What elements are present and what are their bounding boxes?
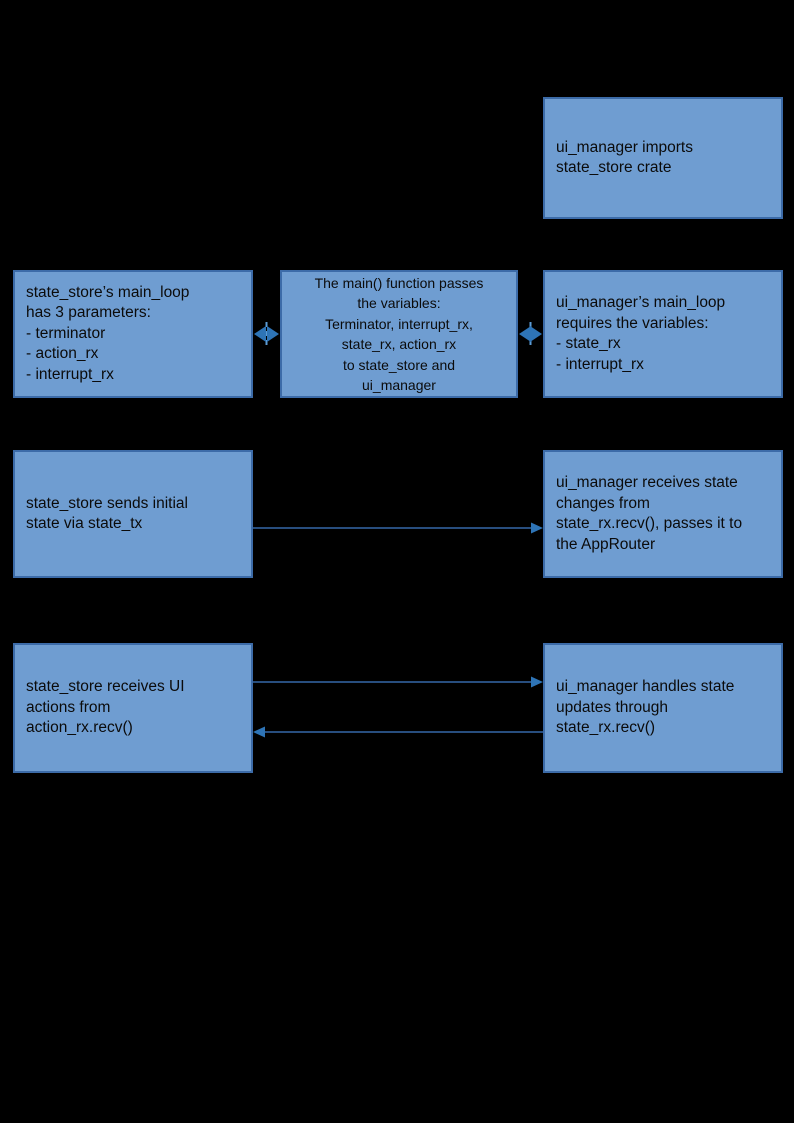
node-state-store-main-loop-params: state_store’s main_loop has 3 parameters…	[13, 270, 253, 398]
node-text: ui_manager imports state_store crate	[556, 138, 693, 177]
node-text: ui_manager’s main_loop requires the vari…	[556, 294, 726, 373]
node-ui-manager-handles-state-updates: ui_manager handles state updates through…	[543, 643, 783, 773]
node-text: ui_manager receives state changes from s…	[556, 474, 743, 553]
node-state-store-sends-initial-state: state_store sends initial state via stat…	[13, 450, 253, 578]
node-text: The main() function passes the variables…	[314, 274, 484, 394]
node-text: state_store sends initial state via stat…	[26, 494, 188, 533]
node-text: ui_manager handles state updates through…	[556, 678, 735, 737]
arrow-left-icon	[253, 726, 543, 738]
node-ui-manager-main-loop-requires: ui_manager’s main_loop requires the vari…	[543, 270, 783, 398]
arrow-right-icon	[253, 522, 543, 534]
node-main-function-passes-variables: The main() function passes the variables…	[280, 270, 518, 398]
node-text: state_store receives UI actions from act…	[26, 678, 185, 737]
node-ui-manager-imports: ui_manager imports state_store crate	[543, 97, 783, 219]
bidirectional-arrow	[254, 322, 279, 346]
node-state-store-receives-ui-actions: state_store receives UI actions from act…	[13, 643, 253, 773]
node-text: state_store’s main_loop has 3 parameters…	[26, 283, 190, 383]
arrow-right-icon	[253, 676, 543, 688]
bidirectional-arrow	[519, 322, 542, 346]
node-ui-manager-receives-state-changes: ui_manager receives state changes from s…	[543, 450, 783, 578]
